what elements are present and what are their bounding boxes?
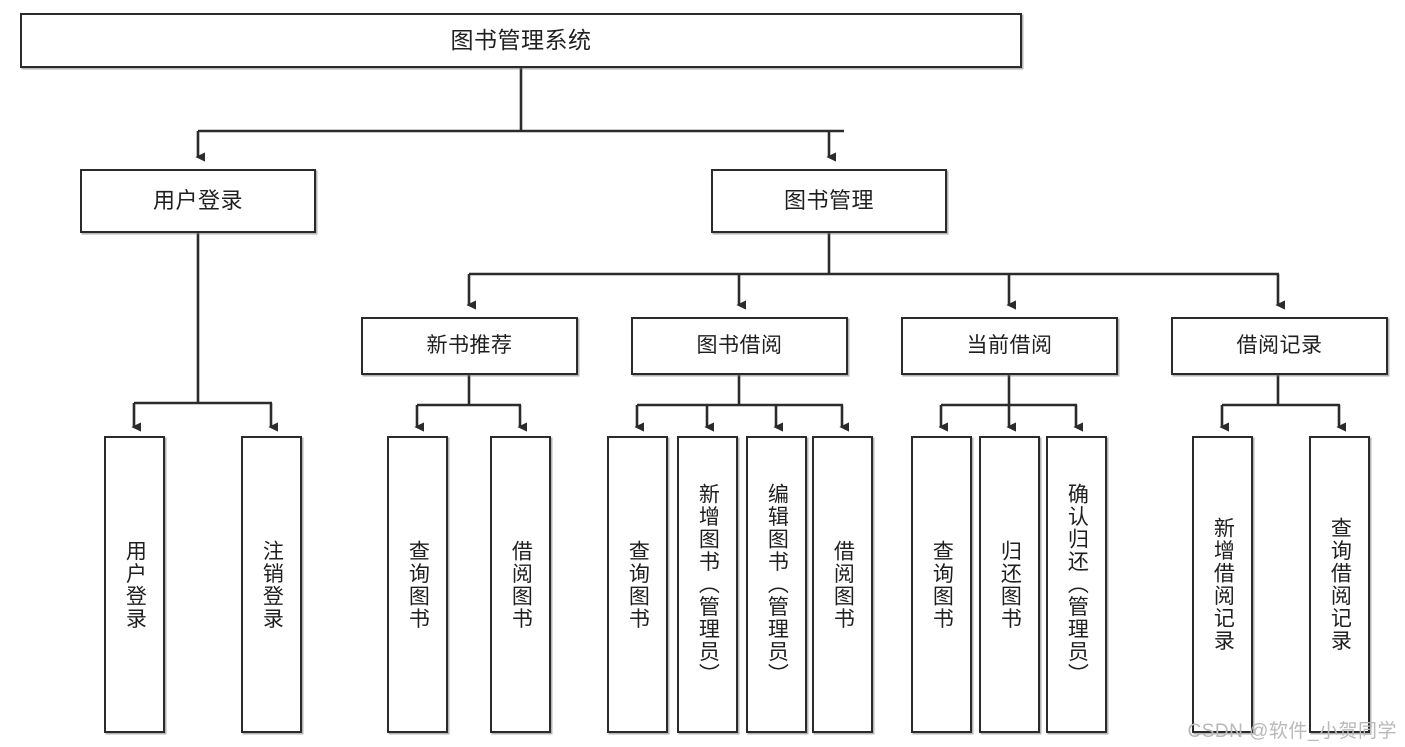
node-new-book-recommend[interactable]: 新书推荐 [361,317,578,375]
node-current-borrow[interactable]: 当前借阅 [901,317,1118,375]
node-label: 查询图书 [930,539,954,630]
node-label: 查询借阅记录 [1328,517,1352,652]
node-label: 归还图书 [998,539,1022,630]
leaf-new-book-borrow-books[interactable]: 借阅图书 [490,436,551,733]
node-user-login[interactable]: 用户登录 [80,169,316,233]
node-label: 编辑图书（管理员） [765,483,789,686]
leaf-book-borrow-edit-book-admin[interactable]: 编辑图书（管理员） [746,436,807,733]
node-label: 查询图书 [406,539,430,630]
node-label: 借阅图书 [509,539,533,630]
node-borrow-record[interactable]: 借阅记录 [1171,317,1388,375]
node-book-management[interactable]: 图书管理 [711,169,947,233]
leaf-current-borrow-confirm-return-admin[interactable]: 确认归还（管理员） [1046,436,1107,733]
leaf-current-borrow-return-books[interactable]: 归还图书 [979,436,1040,733]
node-book-borrow[interactable]: 图书借阅 [631,317,848,375]
leaf-user-login-logout[interactable]: 注销登录 [241,436,302,733]
node-label: 新增借阅记录 [1211,517,1235,652]
leaf-user-login-login[interactable]: 用户登录 [104,436,165,733]
node-label: 新书推荐 [426,333,513,357]
leaf-borrow-record-query-record[interactable]: 查询借阅记录 [1309,436,1370,733]
node-label: 用户登录 [123,539,147,630]
node-label: 查询图书 [626,539,650,630]
node-label: 新增图书（管理员） [696,483,720,686]
node-root-book-management-system[interactable]: 图书管理系统 [20,13,1022,68]
node-label: 借阅图书 [831,539,855,630]
leaf-book-borrow-borrow-books[interactable]: 借阅图书 [812,436,873,733]
node-label: 图书管理系统 [450,26,592,53]
node-label: 当前借阅 [966,333,1053,357]
leaf-current-borrow-query-books[interactable]: 查询图书 [911,436,972,733]
node-label: 用户登录 [152,188,243,214]
node-label: 确认归还（管理员） [1065,483,1089,686]
node-label: 注销登录 [260,539,284,630]
leaf-book-borrow-query-books[interactable]: 查询图书 [607,436,668,733]
leaf-new-book-query-books[interactable]: 查询图书 [387,436,448,733]
leaf-borrow-record-add-record[interactable]: 新增借阅记录 [1192,436,1253,733]
node-label: 图书管理 [783,188,874,214]
leaf-book-borrow-add-book-admin[interactable]: 新增图书（管理员） [677,436,738,733]
node-label: 借阅记录 [1236,333,1323,357]
node-label: 图书借阅 [696,333,783,357]
watermark: CSDN @软件_小贺同学 [1187,721,1397,742]
